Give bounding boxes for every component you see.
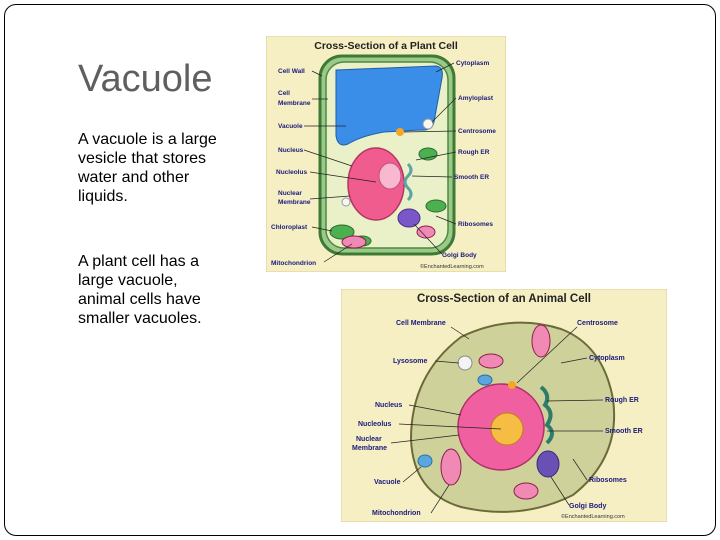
plant-label-cell-membrane-1: Cell: [278, 90, 290, 97]
mitochondrion: [513, 482, 539, 500]
golgi-body: [536, 450, 560, 478]
animal-cell-diagram: Cross-Section of an Animal Cell Cell Mem…: [341, 289, 667, 522]
amyloplast: [341, 197, 351, 207]
animal-label-mitochondrion: Mitochondrion: [372, 510, 421, 517]
mitochondrion: [440, 448, 462, 486]
animal-vacuole: [477, 374, 493, 386]
amyloplast: [422, 118, 434, 130]
centrosome: [508, 381, 516, 389]
rough-er: [539, 385, 554, 445]
paragraph-vacuole-definition: A vacuole is a large vesicle that stores…: [78, 131, 217, 205]
animal-vacuole: [417, 454, 433, 468]
plant-cell-diagram: Cross-Section of a Plant Cell Cell Wall …: [266, 36, 506, 272]
plant-label-cell-membrane-2: Membrane: [278, 100, 311, 107]
plant-credit: ©EnchantedLearning.com: [420, 263, 484, 270]
plant-label-golgi-body: Golgi Body: [442, 252, 477, 259]
animal-label-vacuole: Vacuole: [374, 479, 401, 486]
animal-label-ribosomes: Ribosomes: [589, 477, 627, 484]
smooth-er: [403, 162, 413, 202]
mitochondrion: [531, 324, 551, 358]
plant-label-centrosome: Centrosome: [458, 128, 496, 135]
plant-label-mitochondrion: Mitochondrion: [271, 260, 316, 267]
plant-diagram-title: Cross-Section of a Plant Cell: [314, 40, 458, 52]
animal-label-golgi-body: Golgi Body: [569, 503, 606, 510]
animal-label-centrosome: Centrosome: [577, 320, 618, 327]
mitochondrion: [341, 235, 367, 249]
plant-label-cytoplasm: Cytoplasm: [456, 60, 489, 67]
plant-nucleolus: [378, 162, 402, 190]
animal-label-smooth-er: Smooth ER: [605, 428, 643, 435]
lysosome: [457, 355, 473, 371]
chloroplast: [418, 147, 438, 161]
plant-label-amyloplast: Amyloplast: [458, 95, 494, 102]
animal-nucleolus: [490, 412, 524, 446]
animal-label-nucleus: Nucleus: [375, 402, 402, 409]
plant-label-smooth-er: Smooth ER: [454, 174, 489, 181]
animal-label-cell-membrane: Cell Membrane: [396, 320, 446, 327]
animal-label-nuclear-membrane-2: Membrane: [352, 445, 387, 452]
slide-title: Vacuole: [78, 58, 213, 100]
plant-label-ribosomes: Ribosomes: [458, 221, 493, 228]
centrosome: [396, 128, 404, 136]
animal-label-nucleolus: Nucleolus: [358, 421, 392, 428]
animal-label-cytoplasm: Cytoplasm: [589, 355, 625, 362]
animal-label-nuclear-membrane-1: Nuclear: [356, 436, 382, 443]
animal-label-lysosome: Lysosome: [393, 358, 427, 365]
plant-label-nucleus: Nucleus: [278, 147, 304, 154]
paragraph-plant-vs-animal: A plant cell has a large vacuole, animal…: [78, 253, 202, 327]
chloroplast: [425, 199, 447, 213]
plant-label-vacuole: Vacuole: [278, 123, 303, 130]
animal-credit: ©EnchantedLearning.com: [561, 513, 625, 520]
plant-vacuole: [335, 65, 443, 146]
plant-label-rough-er: Rough ER: [458, 149, 490, 156]
plant-label-chloroplast: Chloroplast: [271, 224, 308, 231]
mitochondrion: [416, 225, 436, 239]
mitochondrion: [478, 353, 504, 369]
plant-label-nuclear-membrane-2: Membrane: [278, 199, 311, 206]
plant-label-nucleolus: Nucleolus: [276, 169, 307, 176]
animal-label-rough-er: Rough ER: [605, 397, 639, 404]
plant-label-cell-wall: Cell Wall: [278, 68, 305, 75]
animal-diagram-title: Cross-Section of an Animal Cell: [417, 293, 591, 305]
plant-label-nuclear-membrane-1: Nuclear: [278, 190, 302, 197]
chloroplast: [329, 224, 355, 240]
golgi-body: [397, 208, 421, 228]
